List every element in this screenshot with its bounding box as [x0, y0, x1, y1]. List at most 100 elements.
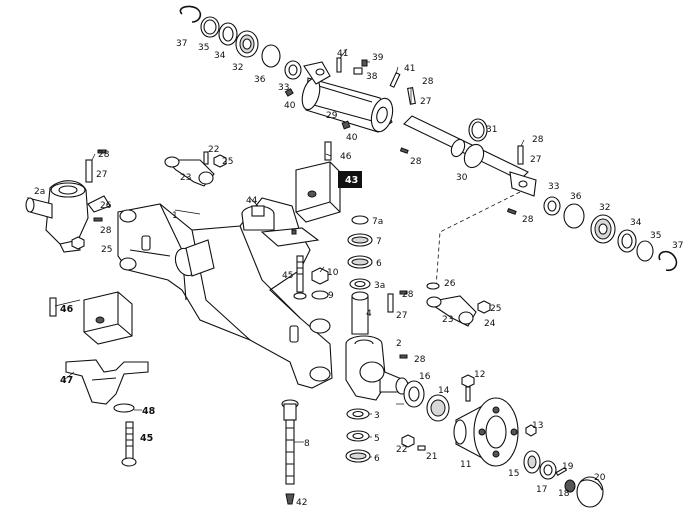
washer-18	[564, 479, 576, 493]
label-12: 12	[474, 370, 485, 380]
pin-46-left	[49, 297, 57, 317]
nut-22-lower	[401, 434, 415, 448]
label-44: 44	[246, 196, 258, 206]
pin-46-top	[324, 141, 332, 161]
label-41: 41	[337, 49, 348, 59]
seal-34-top	[218, 22, 238, 46]
label-3a: 3a	[374, 281, 385, 291]
bolt-45-left	[121, 421, 137, 467]
ring-33-right	[543, 196, 561, 216]
label-37: 37	[176, 39, 187, 49]
ring-7a	[351, 215, 369, 225]
label-28: 28	[402, 290, 414, 300]
piston-rod-30	[403, 115, 529, 181]
bolt-41-a	[336, 57, 342, 73]
pin-28-a	[399, 147, 409, 154]
label-27: 27	[96, 170, 107, 180]
label-31: 31	[486, 125, 497, 135]
pin-28-f	[93, 217, 103, 222]
pin-21	[417, 445, 426, 451]
wheel-hub-11	[453, 397, 519, 467]
label-10: 10	[327, 268, 339, 278]
label-20: 20	[594, 473, 606, 483]
label-28: 28	[100, 226, 112, 236]
label-24: 24	[484, 319, 496, 329]
washer-26	[426, 282, 440, 290]
label-27: 27	[420, 97, 431, 107]
label-36: 36	[570, 192, 582, 202]
rubber-mount-43	[295, 141, 341, 223]
bushing-3a	[349, 278, 371, 290]
plate-44	[260, 227, 320, 247]
label-18: 18	[558, 489, 570, 499]
pin-28-h	[399, 354, 408, 359]
label-45: 45	[282, 271, 293, 281]
nipple-22-21	[401, 434, 426, 451]
steering-knuckle-2a	[25, 149, 111, 253]
label-25: 25	[222, 157, 233, 167]
nipple-39	[361, 59, 368, 67]
pin-28-d	[506, 208, 517, 215]
hub-cap-20	[576, 476, 604, 508]
seal-34-right	[617, 229, 637, 253]
label-23: 23	[180, 173, 191, 183]
label-28: 28	[414, 355, 426, 365]
rubber-mount-left	[49, 291, 133, 345]
pin-27-b	[517, 145, 524, 165]
axle-beam-1	[117, 197, 333, 389]
label-43: 43	[345, 175, 358, 186]
lower-bearing-stack	[345, 408, 371, 463]
stud-13	[525, 424, 537, 437]
pin-27-d	[387, 293, 394, 313]
label-14: 14	[438, 386, 450, 396]
circlip-37-top	[179, 5, 202, 23]
bearing-14	[426, 394, 450, 422]
label-39: 39	[372, 53, 384, 63]
circlip-37-right	[658, 250, 678, 272]
ring-35-top	[200, 16, 220, 38]
kingpin-bearing-stack	[347, 215, 373, 335]
label-5: 5	[374, 434, 380, 444]
label-32: 32	[599, 203, 610, 213]
label-28: 28	[422, 77, 434, 87]
washer-9	[311, 290, 329, 300]
leader-lines	[54, 48, 525, 458]
label-28: 28	[522, 215, 534, 225]
label-22: 22	[208, 145, 219, 155]
label-40: 40	[284, 101, 296, 111]
nut-38	[353, 67, 363, 75]
pin-28-g	[399, 290, 408, 295]
shim-5	[346, 430, 370, 442]
nut-40-lower	[341, 120, 351, 130]
label-29: 29	[326, 111, 338, 121]
label-48: 48	[142, 406, 156, 417]
steering-arm-23-top	[164, 151, 227, 187]
label-16: 16	[419, 372, 431, 382]
label-34: 34	[214, 51, 226, 61]
label-30: 30	[456, 173, 468, 183]
label-37: 37	[672, 241, 683, 251]
label-33: 33	[278, 83, 289, 93]
label-7: 7	[376, 237, 382, 247]
bushing-3	[346, 408, 370, 420]
steering-arm-23-24	[387, 282, 491, 327]
label-45: 45	[140, 433, 153, 444]
label-19: 19	[562, 462, 574, 472]
label-40: 40	[346, 133, 358, 143]
fitting-42	[285, 493, 295, 505]
label-26: 26	[444, 279, 456, 289]
label-22: 22	[396, 445, 407, 455]
label-28: 28	[98, 150, 110, 160]
bolt-45-center	[293, 255, 329, 300]
label-28: 28	[410, 157, 422, 167]
label-28: 28	[532, 135, 544, 145]
label-46: 46	[60, 304, 74, 315]
bolt-41-b	[389, 72, 401, 88]
part-labels: 37 35 34 32 36 33 40 41 39 38 41 28 27 2…	[34, 39, 683, 508]
label-13: 13	[532, 421, 543, 431]
label-1: 1	[172, 211, 178, 221]
nut-10	[311, 267, 329, 285]
label-36: 36	[254, 75, 266, 85]
